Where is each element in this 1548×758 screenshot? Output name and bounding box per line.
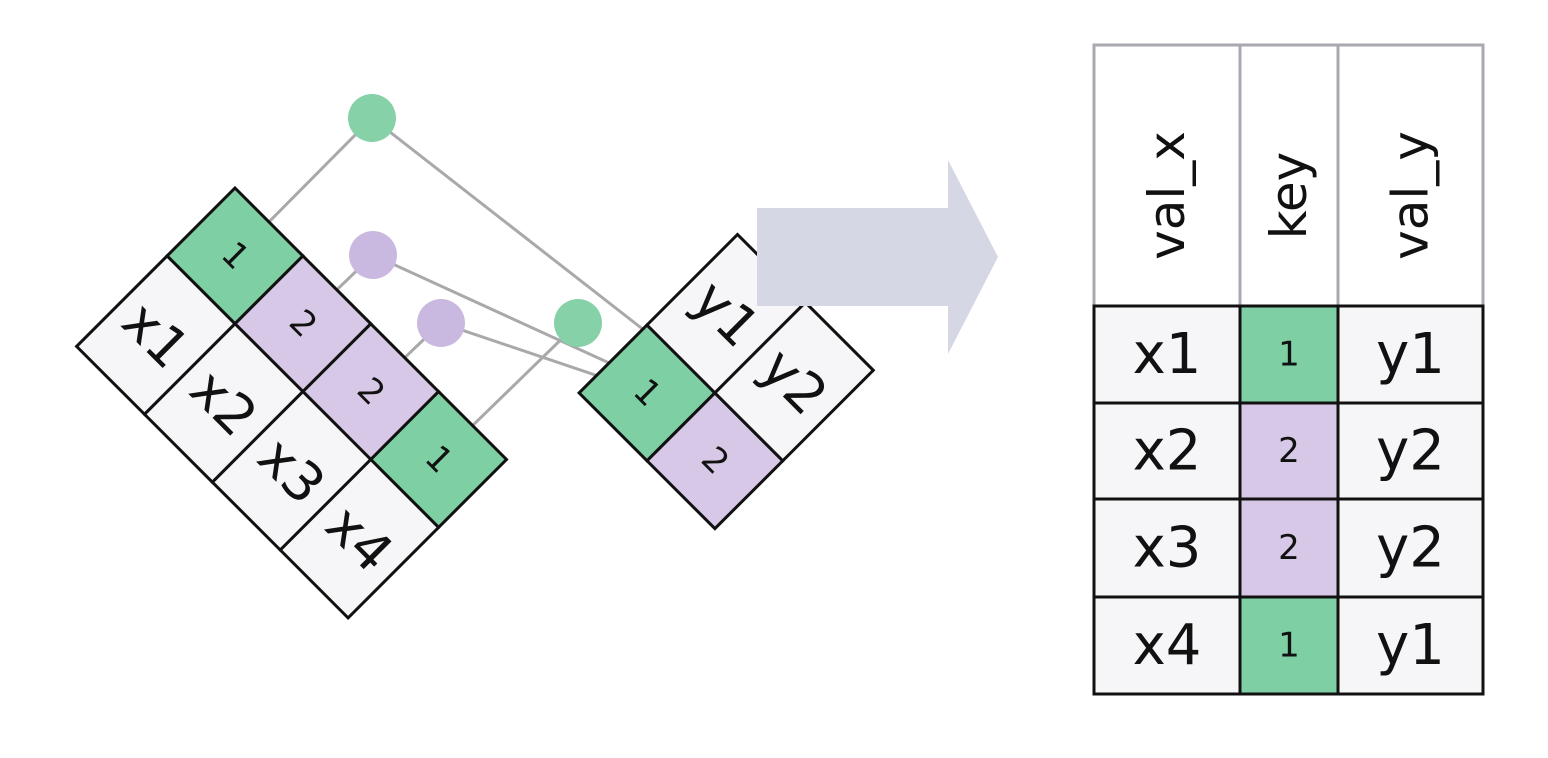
result-header-cell <box>1238 43 1340 308</box>
match-dot-key-2 <box>417 299 465 347</box>
key-connectors <box>267 116 750 429</box>
result-cell-val-x-label: x2 <box>1133 419 1202 484</box>
result-table: val_x key val_y x1 1 y1 x2 2 y2 x3 2 y2 x4 1 y1 <box>1092 43 1485 696</box>
result-header-cell <box>1092 43 1242 308</box>
result-cell-val-y <box>1336 595 1485 696</box>
result-cell-val-y-label: y1 <box>1376 322 1445 387</box>
result-header-cell <box>1336 43 1485 308</box>
result-cell-val-y <box>1336 304 1485 405</box>
result-cell-val-x-label: x3 <box>1133 516 1202 581</box>
key-match-dots <box>348 94 602 347</box>
result-header-val-x: val_x <box>1138 131 1196 260</box>
result-cell-val-x <box>1092 595 1242 696</box>
connector-line <box>371 116 682 361</box>
match-dot-key-1 <box>348 94 396 142</box>
right-value-cell <box>712 300 876 463</box>
result-cell-val-y <box>1336 497 1485 599</box>
result-cell-val-y-label: y2 <box>1376 516 1445 581</box>
result-header-key: key <box>1260 152 1318 240</box>
result-cell-val-y-label: y2 <box>1376 419 1445 484</box>
match-dot-key-2 <box>349 231 397 279</box>
result-cell-val-x <box>1092 401 1242 501</box>
result-cell-key-label: 2 <box>1278 431 1300 471</box>
result-cell-key-label: 1 <box>1278 626 1300 666</box>
left-value-cell <box>278 457 441 621</box>
result-cell-key-label: 1 <box>1278 335 1300 375</box>
result-cell-key <box>1238 304 1340 405</box>
result-cell-key-label: 2 <box>1278 528 1300 568</box>
connector-line <box>267 116 374 223</box>
result-cell-key <box>1238 497 1340 599</box>
result-cell-val-x-label: x4 <box>1133 613 1202 678</box>
result-cell-key <box>1238 595 1340 696</box>
result-header-val-y: val_y <box>1382 131 1440 260</box>
result-cell-val-x <box>1092 304 1242 405</box>
result-cell-val-x <box>1092 497 1242 599</box>
right-arrow-icon <box>757 160 998 354</box>
result-cell-val-x-label: x1 <box>1133 322 1202 387</box>
result-cell-val-y-label: y1 <box>1376 613 1445 678</box>
match-dot-key-1 <box>554 299 602 347</box>
